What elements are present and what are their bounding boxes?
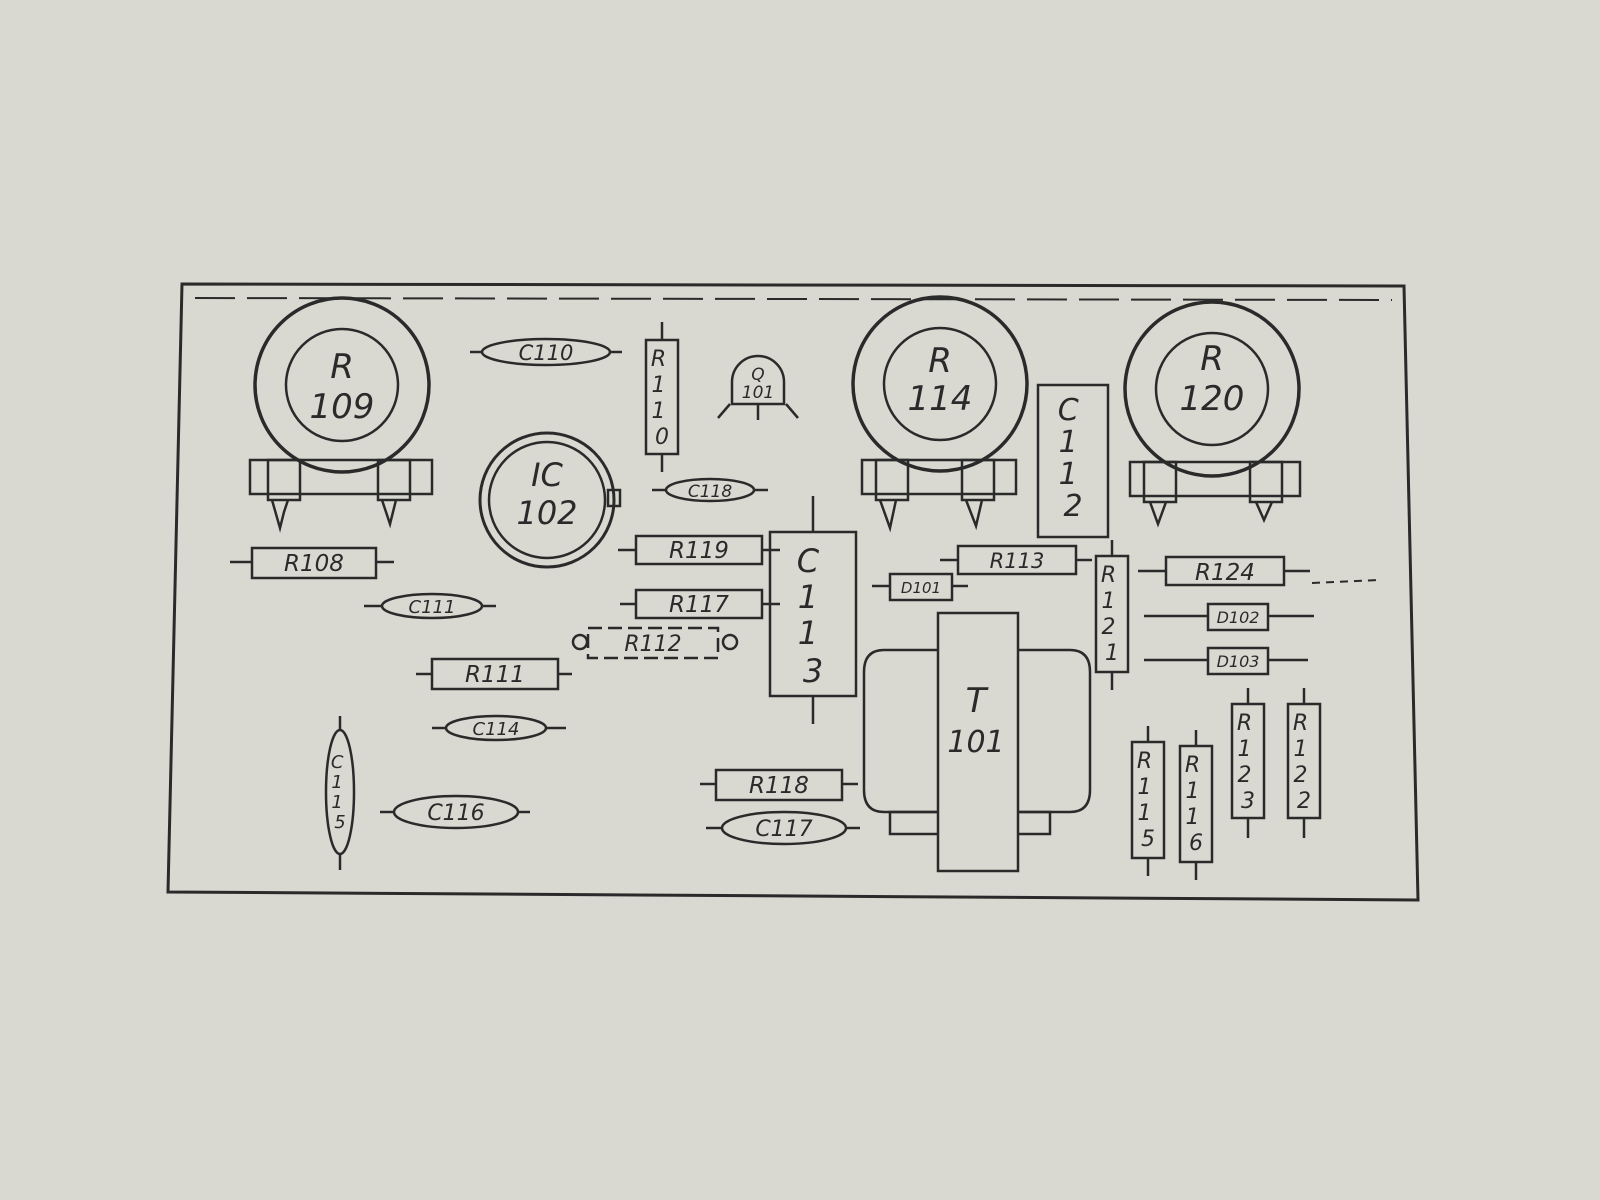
capacitor-c112-body <box>1036 383 1110 539</box>
label-t101-line1: T <box>966 681 989 721</box>
label-q101-line2: 101 <box>742 383 774 403</box>
label-r113: R113 <box>990 549 1045 573</box>
label-r121: R 1 2 1 <box>1101 563 1123 666</box>
label-r120-line1: R <box>1200 339 1224 379</box>
label-c116: C116 <box>427 801 484 826</box>
label-r116: R 1 1 6 <box>1185 753 1207 856</box>
transistor-q101 <box>717 354 799 420</box>
resistor-r119-body <box>618 534 780 566</box>
resistor-r111-body <box>416 657 572 691</box>
resistor-r108-body <box>230 546 394 580</box>
resistor-r121-body <box>1094 540 1130 690</box>
label-r122: R 1 2 2 <box>1293 711 1315 814</box>
transformer-t101 <box>862 611 1092 873</box>
resistor-r113-body <box>940 544 1092 576</box>
r112-left-pad <box>571 633 589 651</box>
label-c117: C117 <box>755 817 812 842</box>
label-c114: C114 <box>473 719 520 740</box>
capacitor-c110-body <box>470 337 622 367</box>
label-d103: D103 <box>1217 652 1260 671</box>
label-r112: R112 <box>624 632 681 657</box>
label-r111: R111 <box>465 662 525 688</box>
diode-d101-body <box>872 572 968 602</box>
capacitor-c118-body <box>652 477 768 503</box>
resistor-r122-body <box>1286 688 1322 838</box>
potentiometer-r114 <box>851 295 1029 533</box>
label-d102: D102 <box>1217 608 1260 627</box>
label-c110: C110 <box>519 341 574 365</box>
resistor-r124-body <box>1138 555 1381 587</box>
label-r110: R 1 1 0 <box>651 347 673 450</box>
label-c113: C 1 1 3 <box>797 542 830 690</box>
resistor-r116-body <box>1178 730 1214 880</box>
label-q101-line1: Q <box>751 365 764 385</box>
label-r124: R124 <box>1195 560 1255 586</box>
capacitor-c113-body <box>768 496 858 724</box>
label-r109-line2: 109 <box>310 387 375 427</box>
label-r118: R118 <box>749 773 809 799</box>
capacitor-c111-body <box>364 592 496 620</box>
capacitor-c115-body <box>324 716 356 870</box>
resistor-r117-body <box>620 588 780 620</box>
resistor-r110-body <box>644 322 680 472</box>
label-ic102-line2: 102 <box>516 494 577 532</box>
label-r123: R 1 2 3 <box>1237 711 1259 814</box>
label-r114-line1: R <box>928 341 952 381</box>
board-top-edge-line <box>194 297 1393 301</box>
ic-102 <box>478 431 622 569</box>
diode-d102-body <box>1144 602 1314 632</box>
label-r117: R117 <box>669 592 729 618</box>
label-c112: C 1 1 2 <box>1058 393 1089 524</box>
capacitor-c114-body <box>432 714 566 742</box>
label-d101: D101 <box>901 579 941 597</box>
potentiometer-r109 <box>248 296 434 533</box>
capacitor-c117-body <box>706 810 860 846</box>
diode-d103-body <box>1144 646 1308 676</box>
label-r109-line1: R <box>330 347 354 387</box>
label-r119: R119 <box>669 538 729 564</box>
label-ic102-line1: IC <box>531 456 563 494</box>
label-r120-line2: 120 <box>1180 379 1245 419</box>
potentiometer-r120 <box>1123 300 1302 528</box>
label-r114-line2: 114 <box>908 379 973 419</box>
label-t101-line2: 101 <box>947 725 1004 760</box>
resistor-r118-body <box>700 768 858 802</box>
label-c111: C111 <box>409 597 456 618</box>
resistor-r123-body <box>1230 688 1266 838</box>
label-c118: C118 <box>688 482 733 502</box>
r112-right-pad <box>721 633 739 651</box>
label-c115: C 1 1 5 <box>331 752 349 833</box>
board-outline <box>166 282 1420 902</box>
label-r108: R108 <box>284 551 344 577</box>
resistor-r115-body <box>1130 726 1166 876</box>
label-r115: R 1 1 5 <box>1137 749 1159 852</box>
capacitor-c116-body <box>380 794 530 830</box>
